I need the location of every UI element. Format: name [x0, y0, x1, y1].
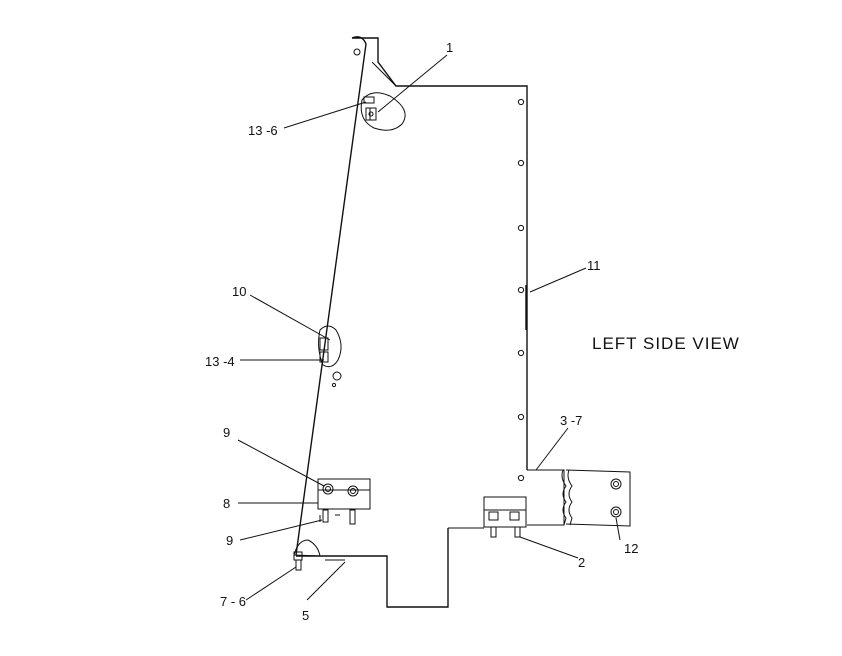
edge-rivets — [517, 98, 525, 482]
lower-bracket — [317, 478, 371, 525]
callout-12: 12 — [624, 541, 638, 556]
callout-7-6: 7 - 6 — [220, 594, 246, 609]
callout-9-lower: 9 — [226, 533, 233, 548]
callout-1: 1 — [446, 40, 453, 55]
leader-lines — [237, 54, 621, 601]
callout-10: 10 — [232, 284, 246, 299]
callout-5: 5 — [302, 608, 309, 623]
callout-3-7: 3 -7 — [560, 413, 582, 428]
view-title: LEFT SIDE VIEW — [592, 334, 740, 353]
corner-fitting — [293, 539, 345, 571]
callout-13-6: 13 -6 — [248, 123, 278, 138]
bottom-mount — [483, 496, 527, 538]
callout-13-4: 13 -4 — [205, 354, 235, 369]
middle-clamp-detail — [318, 325, 342, 388]
callout-9-upper: 9 — [223, 425, 230, 440]
callout-2: 2 — [578, 555, 585, 570]
side-duct — [527, 469, 631, 527]
callout-8: 8 — [223, 496, 230, 511]
panel-outline — [295, 36, 528, 608]
callout-11: 11 — [587, 258, 601, 273]
upper-clamp-detail — [360, 92, 406, 131]
